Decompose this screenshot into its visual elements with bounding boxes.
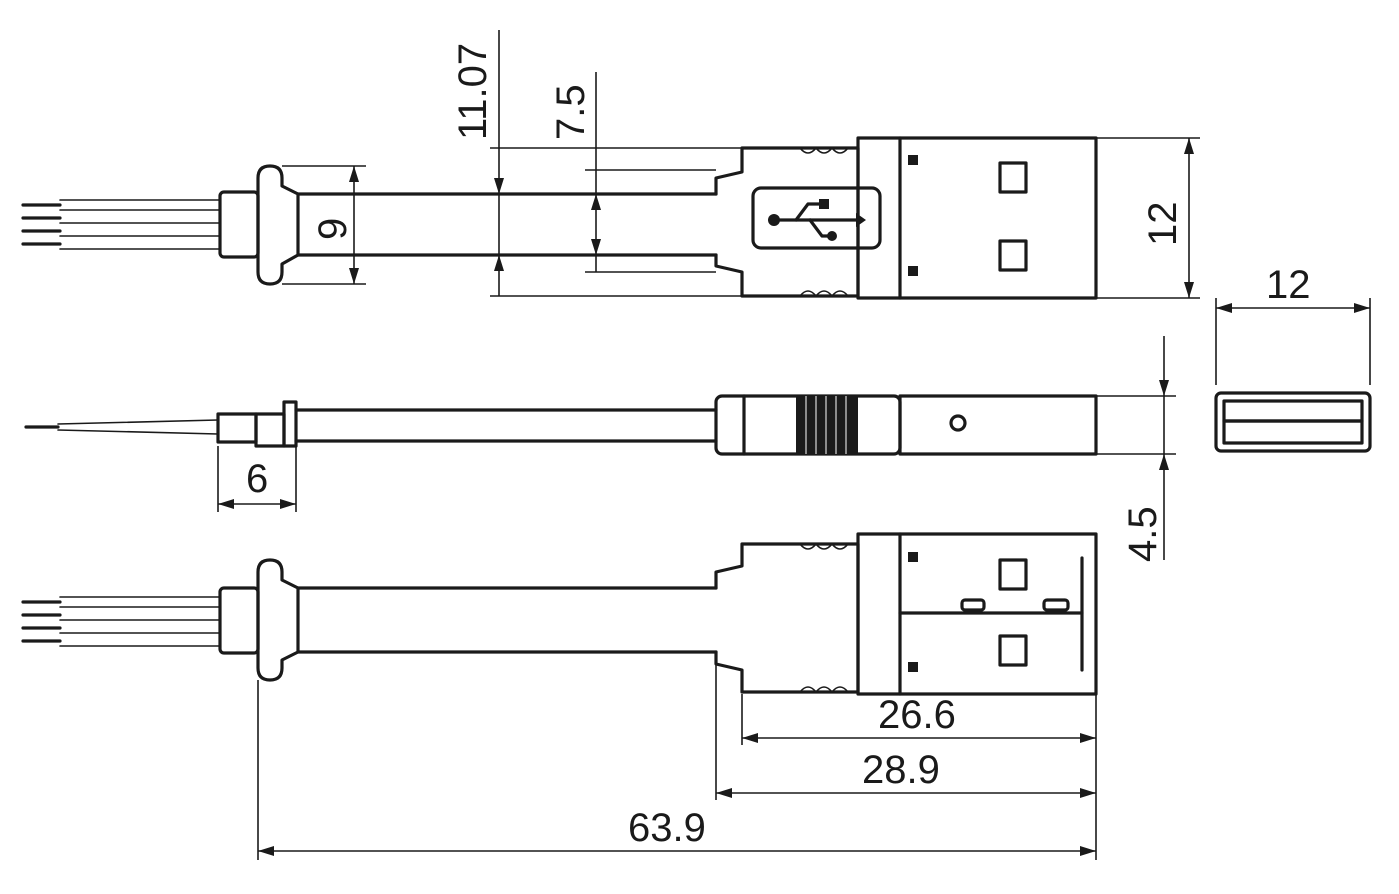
top-view-flange	[256, 164, 300, 286]
side-view	[24, 394, 1098, 456]
bottom-view-flange	[256, 558, 300, 682]
top-view-logo-frame	[751, 186, 882, 250]
bottom-view-boot	[714, 542, 860, 694]
side-view-grip	[796, 396, 858, 454]
dim-11-07: 11.07	[451, 43, 495, 140]
bottom-view-plug-shell	[856, 532, 1098, 696]
top-view-boot	[714, 146, 860, 298]
usb-trident-icon	[768, 199, 866, 241]
top-view-plug-shell	[856, 136, 1098, 300]
top-view-cable	[296, 192, 718, 257]
bottom-view	[21, 532, 1098, 696]
top-view	[21, 136, 1098, 300]
dim-63-9: 63.9	[628, 806, 706, 850]
dim-6: 6	[246, 457, 268, 501]
dim-12-horizontal: 12	[1266, 263, 1311, 307]
dim-12-vertical: 12	[1141, 202, 1185, 247]
top-view-wires	[21, 190, 260, 259]
dim-9: 9	[311, 218, 355, 240]
dimensions: 11.07 7.5 9 12 12 4.5	[217, 30, 1371, 860]
dim-4-5: 4.5	[1121, 506, 1165, 562]
dim-26-6: 26.6	[878, 693, 956, 737]
end-view	[1214, 391, 1372, 453]
dim-28-9: 28.9	[862, 748, 940, 792]
dim-7-5: 7.5	[549, 84, 593, 140]
side-view-plug	[898, 394, 1098, 456]
